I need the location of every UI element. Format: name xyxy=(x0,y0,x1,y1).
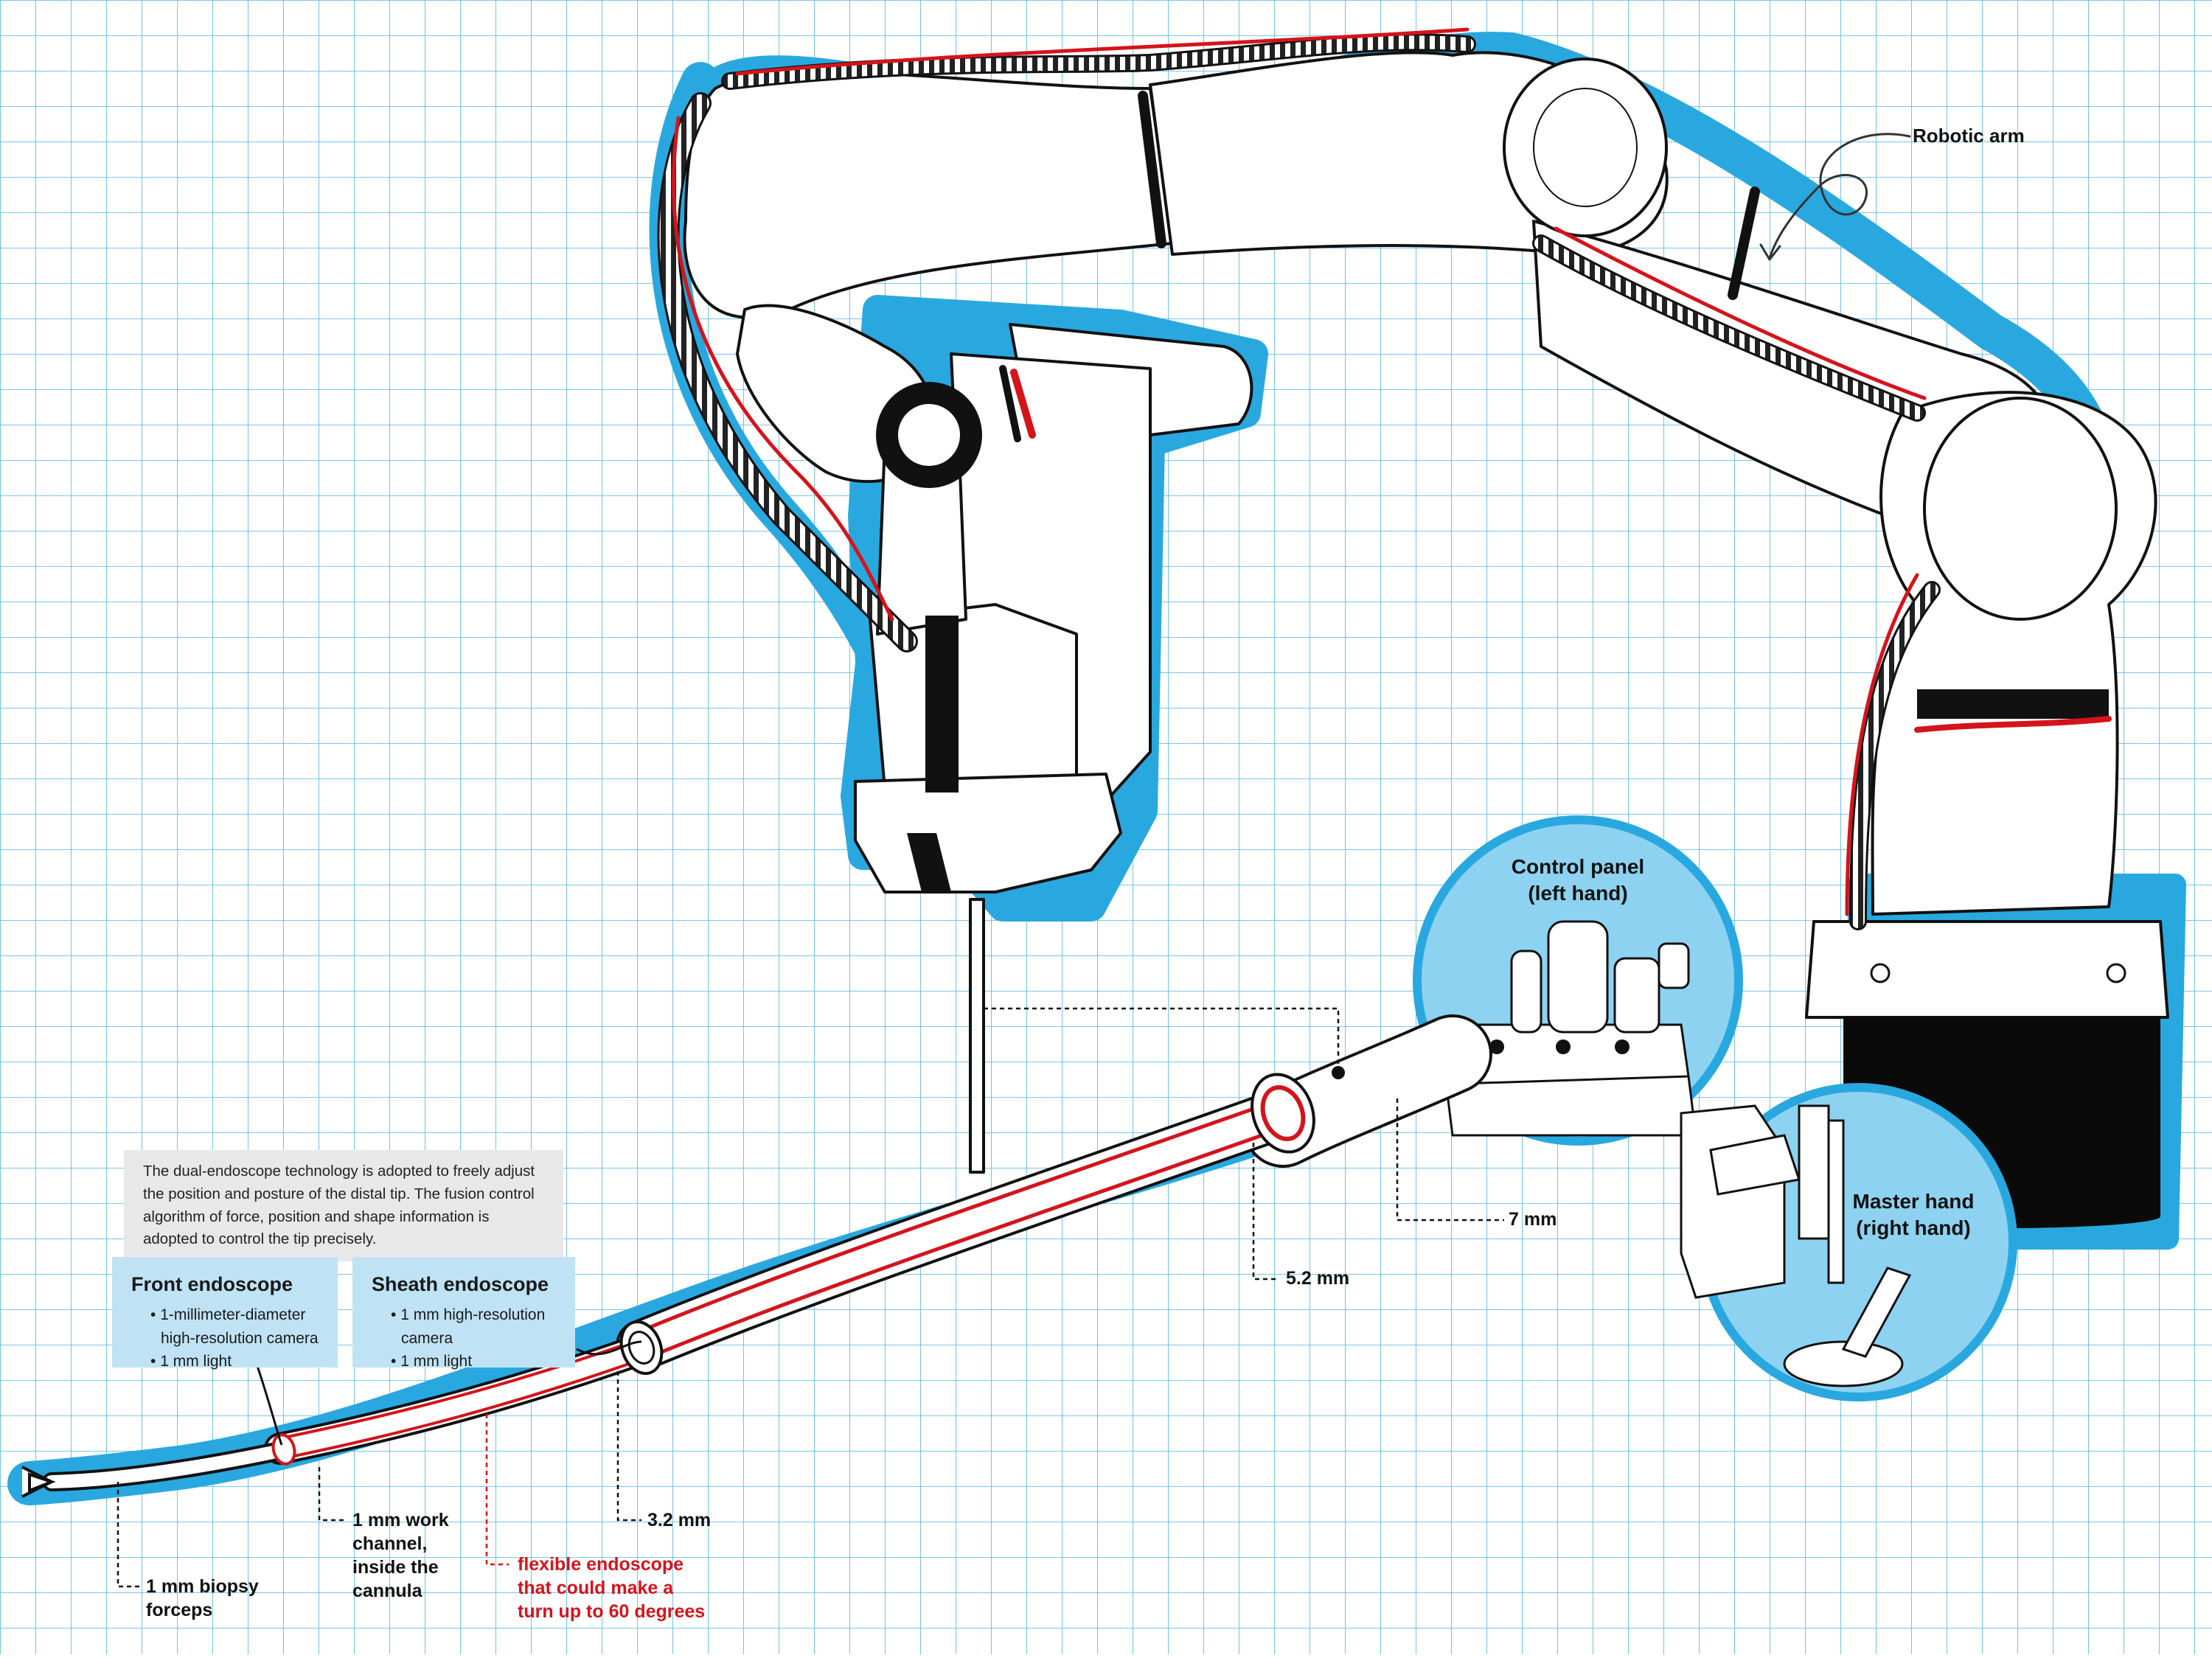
sheath-endoscope-callout: Sheath endoscope 1 mm high-resolution ca… xyxy=(352,1257,575,1370)
master-hand-label: Master hand (right hand) xyxy=(1852,1190,1975,1239)
dim-3-2mm-label: 3.2 mm xyxy=(647,1510,712,1530)
leader-lines xyxy=(116,1007,1504,1588)
master-hand-circle xyxy=(1680,1083,2017,1401)
sheath-endoscope-item: 1 mm light xyxy=(372,1350,556,1373)
sheath-endoscope-list: 1 mm high-resolution camera 1 mm light xyxy=(372,1303,556,1373)
front-endoscope-list: 1-millimeter-diameter high-resolution ca… xyxy=(131,1303,319,1373)
control-panel-circle xyxy=(1413,815,1743,1146)
front-endoscope-title: Front endoscope xyxy=(131,1273,293,1295)
work-channel-label: 1 mm work channel, inside the cannula xyxy=(352,1510,449,1601)
front-endoscope-item: 1 mm light xyxy=(131,1350,319,1373)
sheath-endoscope-item: 1 mm high-resolution camera xyxy=(372,1303,556,1350)
biopsy-forceps-label: 1 mm biopsy forceps xyxy=(146,1576,259,1620)
endoscope-joints xyxy=(21,1066,1345,1498)
front-endoscope-callout: Front endoscope 1-millimeter-diameter hi… xyxy=(112,1257,338,1370)
robotic-arm xyxy=(649,27,2186,1250)
flexible-endoscope-label: flexible endoscope that could make a tur… xyxy=(518,1554,706,1622)
front-endoscope-item: 1-millimeter-diameter high-resolution ca… xyxy=(131,1303,319,1350)
dual-endoscope-note: The dual-endoscope technology is adopted… xyxy=(124,1150,563,1261)
sheath-endoscope-title: Sheath endoscope xyxy=(372,1273,549,1295)
dim-7mm-label: 7 mm xyxy=(1509,1209,1557,1230)
dim-5-2mm-label: 5.2 mm xyxy=(1286,1268,1350,1289)
control-panel-label: Control panel (left hand) xyxy=(1511,855,1645,905)
robotic-arm-label: Robotic arm xyxy=(1913,125,2025,147)
endoscope-tube xyxy=(7,1014,1492,1505)
